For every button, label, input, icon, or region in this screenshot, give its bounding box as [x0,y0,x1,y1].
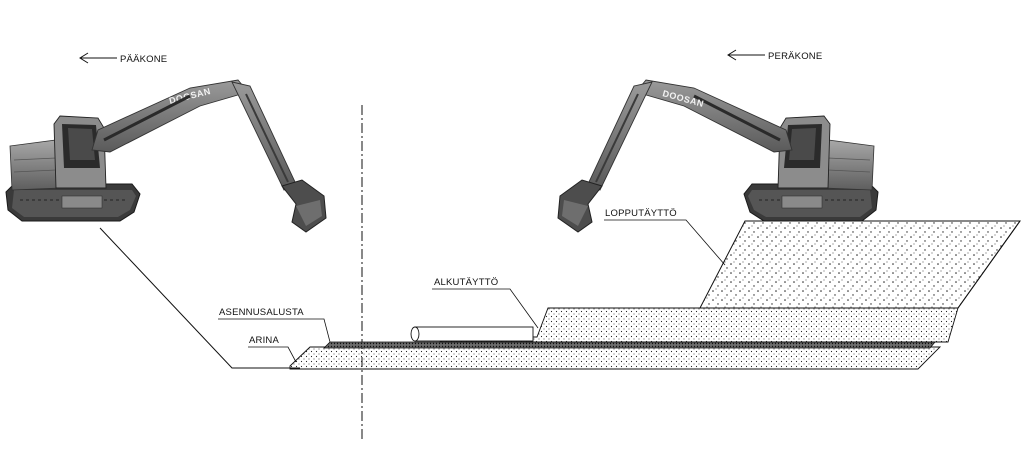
pipe-bedding-layer [323,341,936,349]
grate-leader [248,346,297,363]
right-machine-arrow-icon [727,49,765,61]
final-fill-label: LOPPUTÄYTTÖ [605,208,677,219]
final-fill-right-edge [957,220,1021,309]
initial-fill-leader [432,288,539,329]
pipe [410,326,534,342]
grate-label: ARINA [249,335,279,346]
trench-left-slope [99,227,300,369]
left-arrow-icon [79,52,117,64]
final-fill-layer [699,220,1021,309]
main-machine-label: PÄÄKONE [120,54,167,65]
pipe-bedding-leader [218,318,331,343]
pipe-bedding-label: ASENNUSALUSTA [219,307,304,318]
initial-fill-label: ALKUTÄYTTÖ [434,277,498,288]
left-excavator-image: DOOSAN [5,79,327,233]
right-excavator-image [557,79,879,233]
rear-machine-label: PERÄKONE [768,51,822,62]
grate-layer [289,346,942,370]
final-fill-leader [604,219,726,266]
